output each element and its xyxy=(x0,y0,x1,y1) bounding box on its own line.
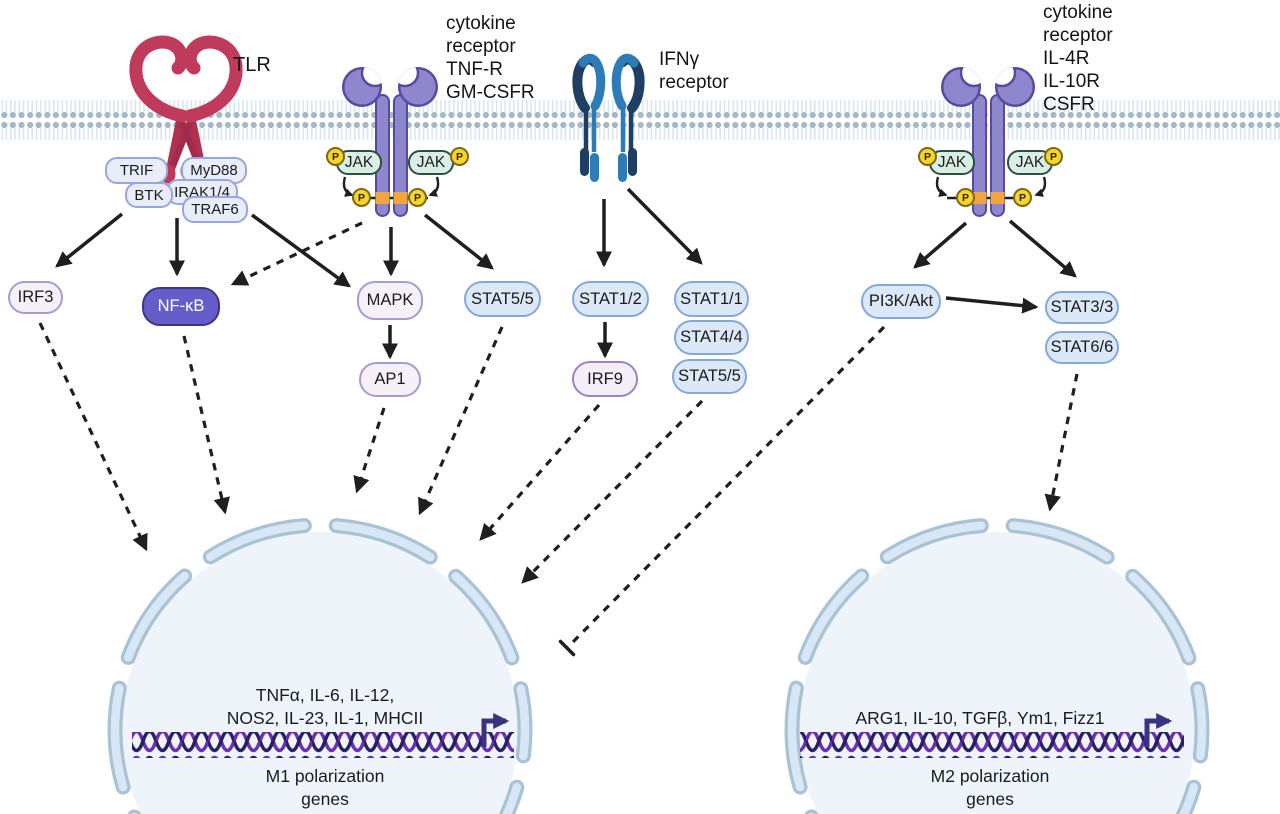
dna-helix-m1 xyxy=(132,732,514,758)
inhibition-tbar xyxy=(558,639,576,657)
arrow-traf6-to-mapk xyxy=(250,213,351,288)
arrow-irf9-to-m1 xyxy=(479,403,601,541)
tlr-label: TLR xyxy=(233,54,271,76)
node-stat3-3: STAT3/3 xyxy=(1045,291,1119,324)
node-ap1: AP1 xyxy=(359,362,421,397)
phosphate-icon: P xyxy=(326,147,345,166)
transcription-arrow-m2 xyxy=(1144,712,1173,747)
solid-arrows xyxy=(55,187,1077,360)
dna-helix-m2 xyxy=(800,732,1184,758)
node-nfkb: NF-κB xyxy=(142,287,220,326)
jak-box-2: JAK xyxy=(408,150,454,175)
adaptor-traf6: TRAF6 xyxy=(182,196,248,223)
dashed-arrows xyxy=(38,221,1079,650)
transcription-arrow-m1 xyxy=(481,712,510,747)
arrow-ifng-to-stat11 xyxy=(626,187,703,265)
phosphate-icon: P xyxy=(956,188,975,207)
jak-box-1: JAK xyxy=(336,150,382,175)
arrow-pi3k-to-stat33 xyxy=(945,296,1039,314)
arrow-irf3-to-m1 xyxy=(38,322,148,552)
ifng-receptor-shape xyxy=(572,53,645,182)
arrow-nfkb-to-m1 xyxy=(182,335,230,515)
phosphate-icon: P xyxy=(1044,147,1063,166)
adaptor-trif: TRIF xyxy=(105,157,168,184)
arrow-cytr1-to-nfkb xyxy=(230,221,363,286)
phosphate-icon: P xyxy=(918,147,937,166)
node-stat5-5-m1: STAT5/5 xyxy=(464,281,541,317)
arrow-stat55-to-m1 xyxy=(418,326,504,516)
node-mapk: MAPK xyxy=(357,281,423,320)
phosphate-icon: P xyxy=(352,188,371,207)
node-stat6-6: STAT6/6 xyxy=(1045,331,1119,364)
arrow-tlr-to-irf3 xyxy=(55,212,124,268)
node-irf3: IRF3 xyxy=(8,281,63,314)
phosphate-icon: P xyxy=(1013,188,1032,207)
node-stat5-5-ifng: STAT5/5 xyxy=(672,359,747,394)
cytokine-receptor-m1-label: cytokine receptor TNF-R GM-CSFR xyxy=(446,13,535,103)
node-stat4-4: STAT4/4 xyxy=(674,320,749,355)
m1-gene-list: TNFα, IL-6, IL-12, NOS2, IL-23, IL-1, MH… xyxy=(226,685,424,728)
ifng-receptor-label: IFNγ receptor xyxy=(659,49,729,93)
node-irf9: IRF9 xyxy=(572,361,638,397)
arrow-stat66-to-m2 xyxy=(1044,373,1079,512)
arrow-ap1-to-m1 xyxy=(353,407,386,494)
arrow-cytr1-to-stat55 xyxy=(423,213,494,270)
jak-box-3: JAK xyxy=(929,150,975,175)
m2-gene-list: ARG1, IL-10, TGFβ, Ym1, Fizz1 xyxy=(855,708,1105,728)
adaptor-btk: BTK xyxy=(125,182,173,208)
arrow-cytr2-to-pi3k xyxy=(913,221,968,269)
m2-polarization-label: M2 polarization genes xyxy=(930,766,1050,809)
node-stat1-1: STAT1/1 xyxy=(674,281,749,317)
phosphate-icon: P xyxy=(450,147,469,166)
inhibition-pi3k-to-m1 xyxy=(565,325,886,650)
arrow-cytr2-to-stat33 xyxy=(1008,219,1077,278)
arrow-statstack-to-m1 xyxy=(521,399,704,584)
node-pi3k-akt: PI3K/Akt xyxy=(861,284,941,319)
node-stat1-2: STAT1/2 xyxy=(572,281,649,317)
phosphate-icon: P xyxy=(408,188,427,207)
m1-polarization-label: M1 polarization genes xyxy=(265,766,385,809)
cytokine-receptor-m2-label: cytokine receptor IL-4R IL-10R CSFR xyxy=(1043,2,1113,115)
